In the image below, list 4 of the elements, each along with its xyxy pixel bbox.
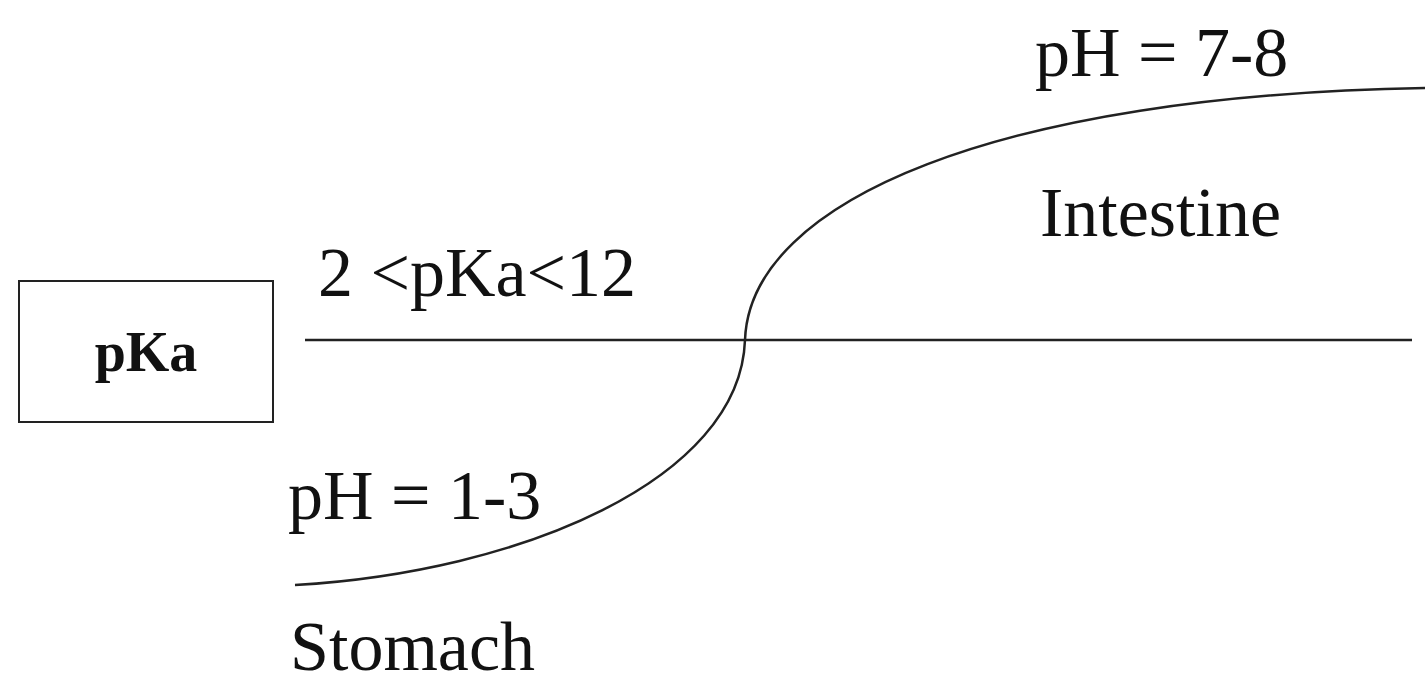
box-label: pKa: [94, 319, 198, 384]
label-box: [18, 280, 274, 423]
region-label: Intestine: [1040, 178, 1282, 248]
region-label: Stomach: [290, 612, 535, 682]
